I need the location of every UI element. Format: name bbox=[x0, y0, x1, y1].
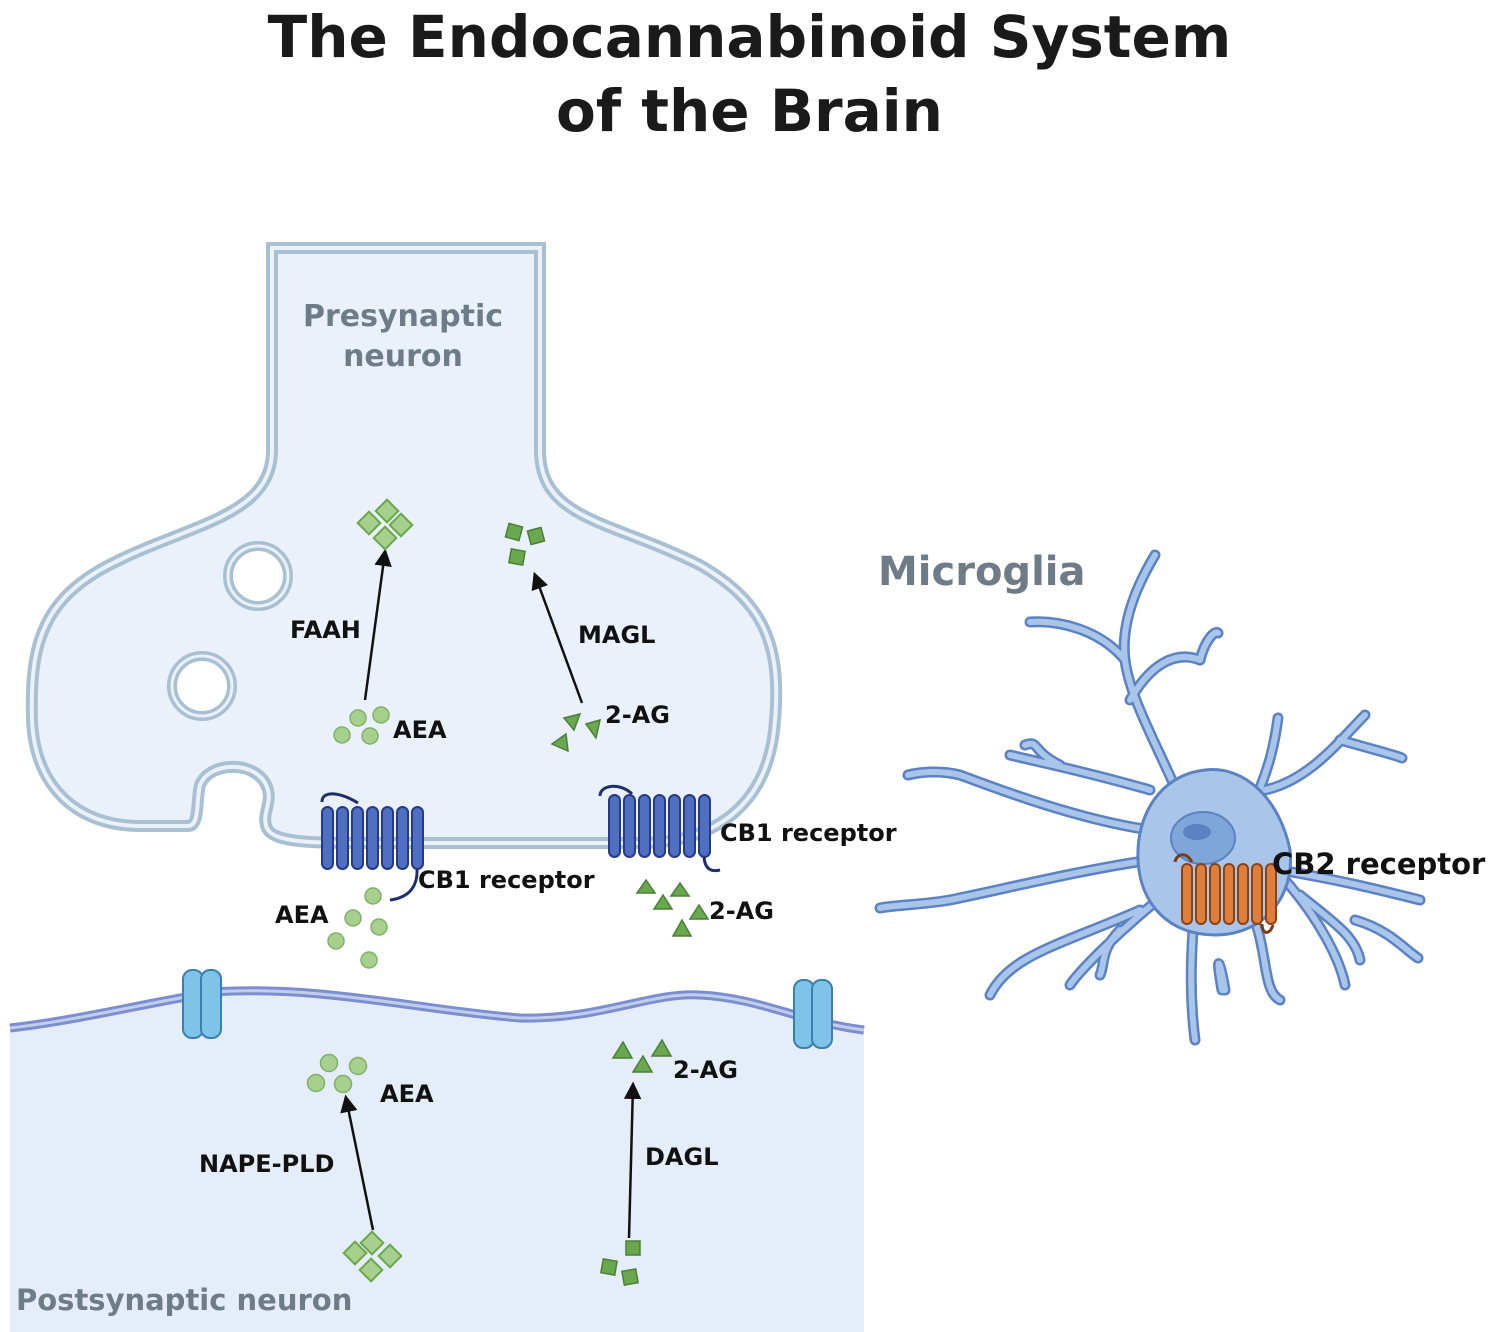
title-line-2: of the Brain bbox=[556, 77, 943, 145]
twoag-molecules-presynaptic bbox=[550, 712, 602, 753]
cb1-receptor-right bbox=[598, 784, 721, 873]
presynaptic-label-line2: neuron bbox=[343, 339, 463, 374]
postsynaptic-neuron bbox=[9, 986, 865, 1332]
cb1-right-label: CB1 receptor bbox=[720, 819, 897, 847]
postsynaptic-label: Postsynaptic neuron bbox=[16, 1283, 352, 1317]
magl-label: MAGL bbox=[578, 621, 655, 649]
aea-presynaptic-label: AEA bbox=[393, 716, 447, 744]
twoag-presynaptic-label: 2-AG bbox=[605, 701, 670, 729]
presynaptic-neuron bbox=[25, 242, 783, 849]
faah-label: FAAH bbox=[290, 616, 361, 644]
aea-cleft-label: AEA bbox=[275, 901, 329, 929]
arrow-faah bbox=[363, 548, 392, 701]
aea-postsynaptic-label: AEA bbox=[380, 1080, 434, 1108]
arrow-nape-pld bbox=[340, 1094, 375, 1231]
microglia-label: Microglia bbox=[878, 549, 1085, 595]
dagl-label: DAGL bbox=[645, 1143, 719, 1171]
aea-molecules-cleft bbox=[327, 887, 388, 969]
twoag-degradation-products bbox=[504, 522, 546, 566]
cb2-receptor bbox=[1173, 853, 1277, 934]
twoag-cleft-label: 2-AG bbox=[709, 897, 774, 925]
aea-molecules-presynaptic bbox=[333, 706, 390, 745]
dag-precursors bbox=[600, 1240, 641, 1286]
cb1-left-label: CB1 receptor bbox=[418, 866, 595, 894]
presynaptic-label-line1: Presynaptic bbox=[303, 299, 503, 334]
ion-channel-right bbox=[793, 979, 833, 1049]
cb1-receptor-left bbox=[320, 792, 424, 902]
cb2-label: CB2 receptor bbox=[1272, 847, 1486, 881]
nape-pld-label: NAPE-PLD bbox=[199, 1150, 334, 1178]
aea-molecules-postsynaptic bbox=[306, 1053, 368, 1094]
ion-channel-left bbox=[182, 969, 222, 1039]
twoag-molecules-cleft bbox=[635, 878, 710, 937]
twoag-molecules-postsynaptic bbox=[611, 1038, 673, 1073]
arrow-dagl bbox=[623, 1081, 642, 1239]
title-line-1: The Endocannabinoid System bbox=[267, 3, 1232, 71]
arrow-magl bbox=[531, 571, 584, 704]
aea-degradation-products bbox=[356, 498, 414, 551]
nape-precursors bbox=[342, 1230, 403, 1283]
twoag-postsynaptic-label: 2-AG bbox=[673, 1056, 738, 1084]
microglia-cell bbox=[874, 549, 1426, 1046]
